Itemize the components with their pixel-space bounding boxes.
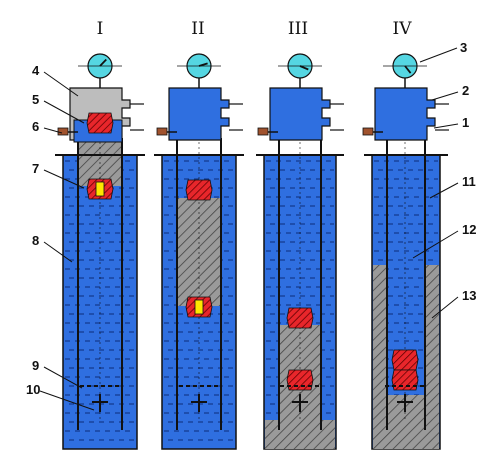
cement-plug-1 <box>391 349 419 371</box>
callout-10: 10 <box>26 382 40 397</box>
callout-8: 8 <box>32 233 39 248</box>
leader-line-2 <box>43 100 85 124</box>
plug-body <box>286 369 314 391</box>
well-column-2 <box>154 53 244 450</box>
callout-4: 4 <box>32 63 40 78</box>
cement-plug-2 <box>286 369 314 391</box>
side-valve <box>257 127 269 136</box>
plug-core <box>95 181 105 197</box>
well-column-3 <box>256 53 344 450</box>
gauge-needle <box>198 62 208 67</box>
plug-core <box>194 299 204 315</box>
gauge-needle <box>99 58 107 67</box>
well-column-4 <box>362 53 449 450</box>
well-columns <box>55 53 449 450</box>
cementing-head <box>269 87 331 141</box>
side-valve <box>156 127 168 136</box>
leader-line-8 <box>419 47 458 63</box>
callout-9: 9 <box>32 358 39 373</box>
leader-line-12 <box>412 230 459 259</box>
callout-7: 7 <box>32 161 39 176</box>
leader-line-1 <box>43 71 79 97</box>
float-shoe <box>179 385 219 412</box>
callout-11: 11 <box>462 174 476 189</box>
callout-1: 1 <box>462 115 469 130</box>
callout-12: 12 <box>462 222 476 237</box>
leader-line-3 <box>43 127 63 134</box>
gauge-needle <box>404 65 412 74</box>
well-column-1 <box>55 53 145 450</box>
plug-body <box>185 179 213 201</box>
float-shoe <box>80 385 120 412</box>
column-label-4: IV <box>393 19 413 39</box>
float-shoe <box>280 385 320 412</box>
column-label-2: II <box>191 19 204 39</box>
column-label-3: III <box>288 19 308 39</box>
plug-body <box>391 369 419 391</box>
leader-line-7 <box>39 390 95 411</box>
callout-leaders <box>39 47 459 411</box>
cementing-head <box>168 87 230 141</box>
cementing-head <box>374 87 436 141</box>
callout-5: 5 <box>32 92 39 107</box>
gauge-needle <box>299 65 309 71</box>
leader-line-4 <box>43 169 85 189</box>
leader-line-10 <box>433 123 459 129</box>
side-valve <box>57 127 69 136</box>
callout-13: 13 <box>462 288 476 303</box>
plug-body <box>86 112 114 134</box>
plug-body <box>391 349 419 371</box>
callout-3: 3 <box>460 40 467 55</box>
cement-annulus-left <box>373 265 387 449</box>
cement-plug-1 <box>286 307 314 329</box>
callout-6: 6 <box>32 119 39 134</box>
plug-body <box>286 307 314 329</box>
leader-line-13 <box>431 296 459 319</box>
leader-line-6 <box>43 366 83 389</box>
cement-annulus-bottom <box>265 420 335 449</box>
leader-line-5 <box>43 241 73 263</box>
cement-annulus-right <box>425 265 439 449</box>
cement-plug-1 <box>86 178 114 200</box>
callout-2: 2 <box>462 83 469 98</box>
top-plug-in-head <box>86 112 114 134</box>
cement-plug-1 <box>185 179 213 201</box>
column-label-1: I <box>97 19 104 39</box>
cement-plug-2 <box>391 369 419 391</box>
side-valve <box>362 127 374 136</box>
float-shoe <box>385 385 425 412</box>
leader-line-9 <box>431 91 459 101</box>
leader-line-11 <box>429 182 459 199</box>
cement-plug-2 <box>185 296 213 318</box>
